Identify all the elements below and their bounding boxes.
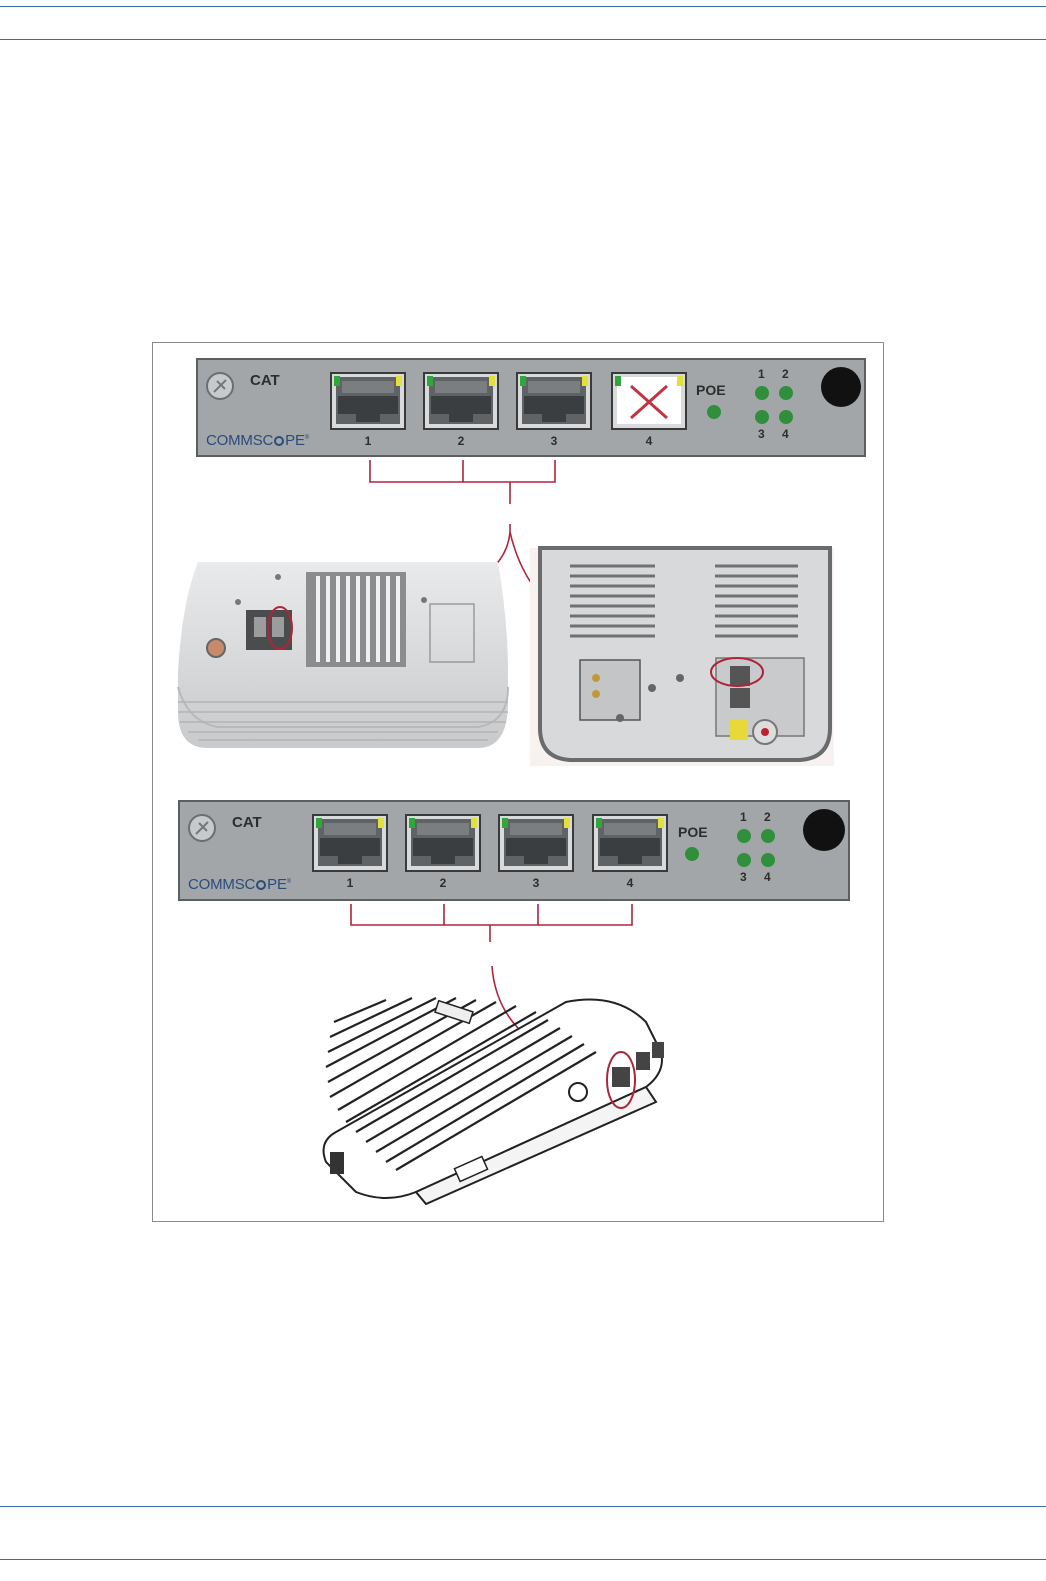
footer-rule-top [0, 1506, 1046, 1507]
footer-rule-bottom [0, 1559, 1046, 1560]
outdoor-access-point-image [316, 992, 672, 1204]
